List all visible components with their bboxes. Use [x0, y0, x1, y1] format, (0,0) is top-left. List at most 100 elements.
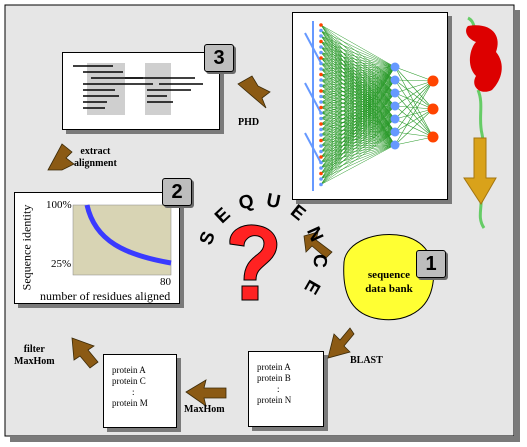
network-edge — [320, 79, 396, 136]
arrow-maxhom — [185, 379, 227, 407]
network-edge — [394, 118, 434, 138]
input-neuron — [319, 127, 323, 132]
plot-xlabel: number of residues aligned — [40, 289, 171, 303]
sequence-letter: E — [286, 201, 309, 225]
input-neuron — [319, 111, 323, 115]
network-edge — [394, 80, 434, 120]
network-edge — [320, 79, 396, 180]
network-edge — [320, 66, 396, 169]
network-edge — [320, 66, 396, 141]
input-neuron — [319, 149, 323, 154]
network-edge — [320, 66, 396, 103]
input-neuron — [319, 50, 323, 55]
network-edge — [320, 79, 396, 174]
network-edge — [394, 80, 434, 94]
network-edge — [320, 35, 396, 68]
network-edge — [320, 105, 396, 185]
network-edge — [320, 66, 396, 97]
sequence-letter: S — [196, 229, 220, 248]
sequence-letter: C — [309, 253, 331, 268]
network-edge — [320, 79, 396, 163]
hidden-neuron — [390, 140, 400, 150]
network-edge — [320, 24, 396, 68]
network-edge — [320, 79, 396, 141]
sequence-letter: U — [265, 190, 283, 213]
data-bank-label: sequence data bank — [365, 269, 413, 295]
input-neuron — [319, 182, 323, 187]
input-neuron — [319, 56, 323, 60]
network-edge — [320, 79, 396, 169]
identity-curve — [84, 204, 172, 266]
input-neuron — [319, 45, 323, 49]
network-edge — [320, 66, 396, 180]
hidden-neuron — [390, 101, 400, 111]
input-neuron — [319, 61, 323, 66]
input-neuron — [319, 122, 323, 126]
network-edge — [394, 79, 434, 82]
label-phd: PHD — [238, 117, 260, 128]
network-edge — [394, 131, 434, 138]
label-filter-maxhom: filter MaxHom — [14, 344, 55, 367]
network-edge — [320, 52, 396, 68]
network-edge — [320, 118, 396, 185]
input-neuron — [319, 23, 323, 27]
input-neuron — [319, 94, 323, 99]
output-neuron — [427, 131, 439, 143]
input-neuron — [319, 89, 323, 93]
input-neuron — [319, 155, 323, 159]
network-edge — [394, 66, 434, 82]
arrow-extract — [47, 143, 75, 171]
hidden-neuron — [390, 127, 400, 137]
input-neuron — [319, 116, 323, 121]
data-bank-blob — [343, 233, 435, 321]
network-edge — [394, 80, 434, 107]
filtered-results-list: protein A protein C : protein M — [112, 365, 148, 408]
arrow-to-databank — [303, 231, 333, 259]
network-edge — [320, 66, 396, 152]
input-neuron — [319, 144, 323, 148]
step-1-badge: 1 — [416, 250, 446, 278]
network-edge — [320, 79, 396, 130]
network-edge — [320, 92, 396, 185]
input-neuron — [319, 100, 323, 104]
network-edge — [320, 66, 396, 92]
network-edge — [320, 79, 396, 125]
input-neuron — [319, 28, 323, 33]
input-neuron — [319, 72, 323, 77]
arrow-filter — [71, 337, 99, 369]
label-blast: BLAST — [350, 355, 383, 366]
network-edge — [320, 66, 396, 136]
blast-results-box: protein A protein B : protein N — [248, 351, 324, 427]
input-neuron — [319, 177, 323, 181]
label-maxhom: MaxHom — [184, 404, 225, 415]
network-edge — [320, 63, 396, 68]
question-mark — [229, 224, 278, 301]
input-neuron — [319, 34, 323, 38]
network-edge — [394, 105, 434, 138]
network-edge — [320, 57, 396, 68]
network-edge — [320, 66, 396, 158]
input-neuron — [319, 133, 323, 137]
network-edge — [394, 79, 434, 110]
hidden-neuron — [390, 75, 400, 85]
neural-network-graphic — [304, 21, 439, 191]
down-arrow — [463, 137, 497, 205]
step-2-badge: 2 — [162, 178, 192, 206]
network-edge — [320, 79, 396, 152]
network-edge — [320, 66, 396, 81]
network-edge — [394, 66, 434, 110]
input-neuron — [319, 67, 323, 71]
network-edge — [320, 131, 396, 185]
network-edge — [394, 79, 434, 138]
filtered-results-box: protein A protein C : protein M — [103, 354, 177, 428]
plot-ytick-bottom: 25% — [51, 258, 72, 270]
network-edge — [320, 66, 396, 125]
network-edge — [320, 79, 396, 158]
input-neuron — [319, 138, 323, 143]
identity-plot — [72, 204, 172, 276]
network-edge — [320, 66, 396, 185]
network-edge — [304, 82, 322, 114]
